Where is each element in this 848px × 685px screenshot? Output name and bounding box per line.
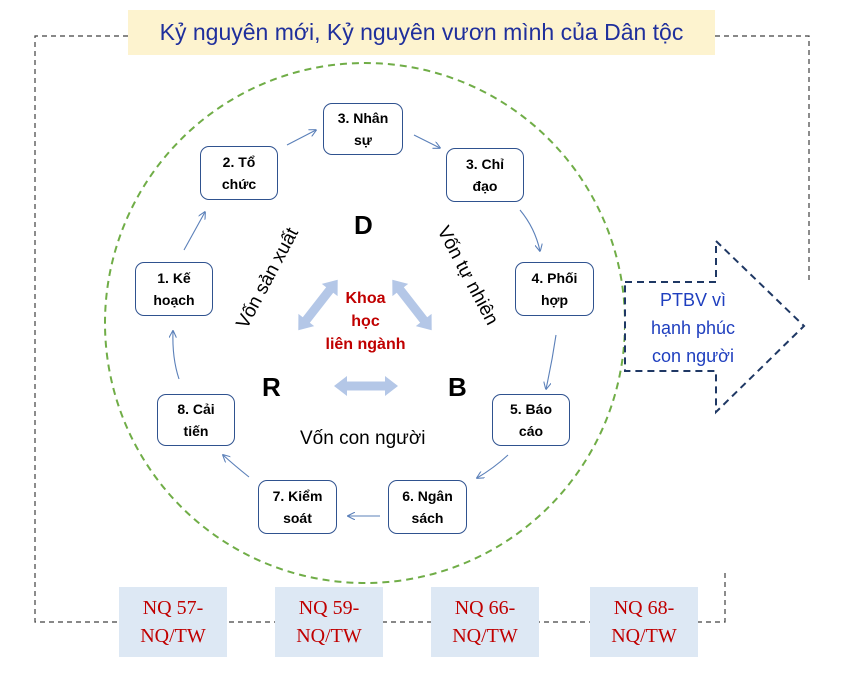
node-label-line1: 5. Báo [509, 401, 552, 417]
resolution-line1: NQ 68- [613, 597, 675, 619]
title-text: Kỷ nguyên mới, Kỷ nguyên vươn mình của D… [159, 19, 684, 45]
letter-d: D [354, 210, 373, 240]
arrow-3-to-3b [413, 134, 440, 148]
arrow-7-to-8 [223, 455, 250, 478]
node-label-line2: cáo [518, 423, 544, 439]
node-kiem-soat: 7. Kiểm soát [258, 480, 337, 534]
node-label-line2: sách [411, 510, 444, 526]
resolution-nq-57: NQ 57- NQ/TW [119, 587, 227, 657]
node-label-line1: 1. Kế [157, 270, 191, 286]
arrow-8-to-1 [173, 331, 180, 380]
resolution-line2: NQ/TW [140, 625, 206, 647]
node-bao-cao: 5. Báo cáo [492, 394, 570, 446]
double-arrow-bottom [334, 376, 398, 396]
node-label-line1: 8. Cải [177, 401, 215, 417]
cycle-arrows [173, 130, 557, 516]
arrow-3b-to-4 [519, 209, 540, 251]
node-label-line2: hoạch [153, 292, 195, 308]
node-cai-tien: 8. Cải tiến [157, 394, 235, 446]
outer-dashed-frame-right [715, 35, 810, 282]
arrow-4-to-5 [546, 334, 557, 389]
node-to-chuc: 2. Tổ chức [200, 146, 278, 200]
node-ke-hoach: 1. Kế hoạch [135, 262, 213, 316]
label-von-con-nguoi: Vốn con người [300, 428, 426, 449]
resolution-nq-66: NQ 66- NQ/TW [431, 587, 539, 657]
double-arrow-left [298, 279, 338, 331]
node-chi-dao: 3. Chỉ đạo [446, 148, 524, 202]
center-khoa-hoc-lien-nganh: Khoa học liên ngành [313, 287, 418, 356]
center-line2: học [351, 313, 380, 330]
resolution-line2: NQ/TW [611, 625, 677, 647]
resolution-nq-59: NQ 59- NQ/TW [275, 587, 383, 657]
resolution-line1: NQ 57- [142, 597, 204, 619]
arrow-2-to-3 [286, 130, 316, 146]
center-line3: liên ngành [325, 336, 406, 353]
node-label-line1: 3. Nhân [337, 110, 389, 126]
resolution-nq-68: NQ 68- NQ/TW [590, 587, 698, 657]
letter-r: R [262, 372, 281, 402]
node-label-line2: sự [354, 132, 372, 148]
outcome-block-arrow [624, 238, 806, 415]
node-label-line2: hợp [540, 292, 569, 308]
node-ngan-sach: 6. Ngân sách [388, 480, 467, 534]
node-label-line2: đạo [472, 178, 498, 194]
node-label-line1: 3. Chỉ [465, 156, 505, 172]
node-label-line1: 4. Phối [531, 270, 578, 286]
outcome-line2: hạnh phúc [650, 318, 736, 338]
triangle-double-arrows [298, 279, 432, 396]
node-label-line1: 2. Tổ [222, 154, 256, 170]
resolution-line1: NQ 66- [454, 597, 516, 619]
title-banner: Kỷ nguyên mới, Kỷ nguyên vươn mình của D… [128, 10, 715, 55]
node-label-line1: 7. Kiểm [272, 488, 323, 504]
outcome-line1: PTBV vì [659, 290, 726, 310]
node-label-line1: 6. Ngân [402, 488, 453, 504]
letter-b: B [448, 372, 467, 402]
resolution-line2: NQ/TW [452, 625, 518, 647]
double-arrow-right [392, 279, 432, 331]
node-label-line2: soát [283, 510, 312, 526]
center-line1: Khoa [345, 290, 386, 307]
resolution-line1: NQ 59- [298, 597, 360, 619]
node-label-line2: tiến [183, 423, 209, 439]
outcome-ptbv: PTBV vì hạnh phúc con người [632, 286, 754, 370]
node-phoi-hop: 4. Phối hợp [515, 262, 594, 316]
arrow-1-to-2 [183, 212, 205, 251]
node-label-line2: chức [221, 176, 257, 192]
outer-dashed-frame [34, 35, 726, 623]
outcome-line3: con người [652, 346, 734, 366]
resolution-line2: NQ/TW [296, 625, 362, 647]
node-nhan-su: 3. Nhân sự [323, 103, 403, 155]
arrow-5-to-6 [477, 454, 509, 478]
